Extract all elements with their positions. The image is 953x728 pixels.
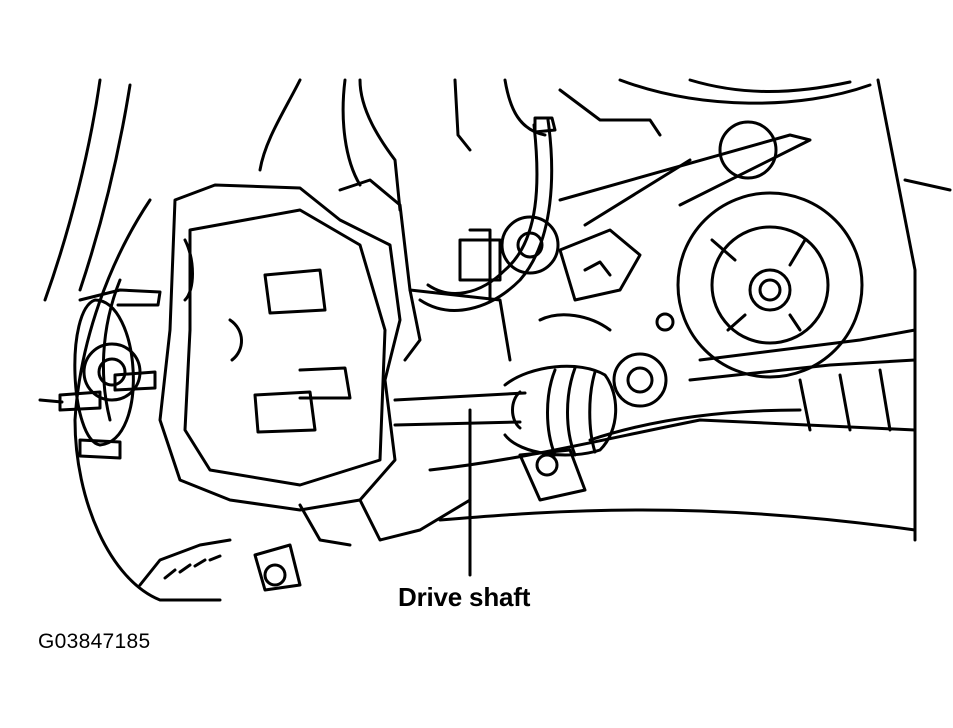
pulleys [500, 120, 864, 408]
brake-rotor [73, 198, 232, 602]
wheel-hub [38, 288, 162, 460]
figure-reference-code: G03847185 [38, 630, 151, 653]
brake-hose [418, 116, 557, 312]
brake-caliper [158, 183, 402, 512]
steering-knuckle [253, 178, 472, 592]
linkage-parts [408, 228, 675, 362]
drive-shaft-callout-label: Drive shaft [398, 582, 531, 612]
drive-shaft-assembly [393, 364, 618, 457]
drive-belt [558, 133, 917, 382]
lower-control-arm [428, 368, 917, 532]
body-frame-lines [43, 78, 952, 542]
